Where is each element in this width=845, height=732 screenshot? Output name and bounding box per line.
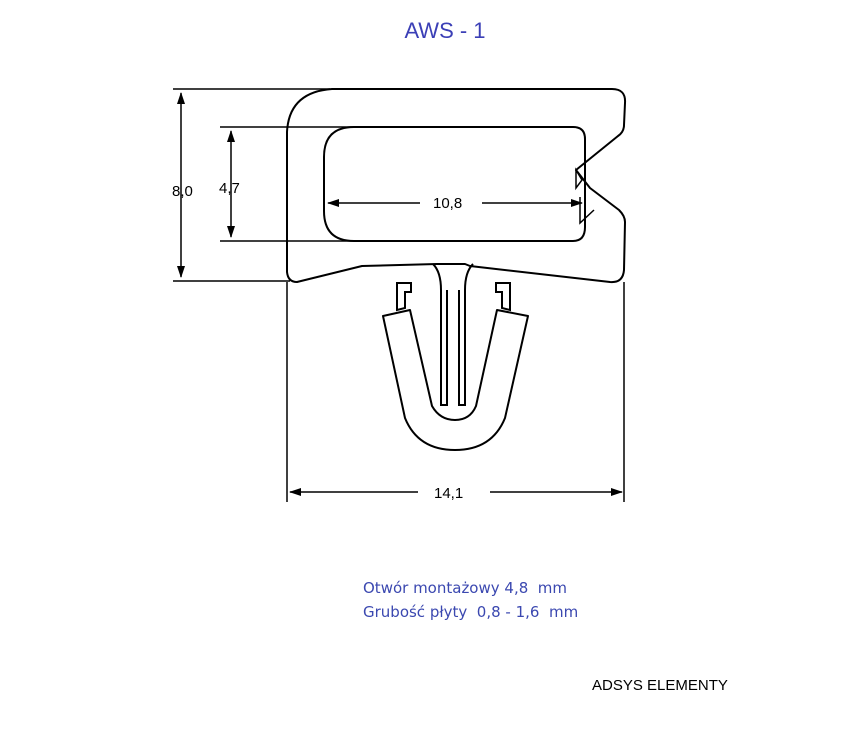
clip-outer-profile <box>286 88 627 284</box>
pin-center-stem-right <box>458 263 474 406</box>
extension-lines <box>173 88 625 502</box>
clip-inner-window <box>323 126 586 242</box>
clip-retainer-tab <box>575 167 583 191</box>
spec-mounting-hole: Otwór montażowy 4,8 mm <box>363 579 568 597</box>
pin-left-barb <box>396 282 412 312</box>
dim-label-height-outer: 8,0 <box>172 183 193 200</box>
spec-panel-thickness: Grubość płyty 0,8 - 1,6 mm <box>363 603 579 621</box>
pin-center-stem <box>432 263 448 406</box>
dim-label-width-total: 14,1 <box>434 485 463 502</box>
dim-label-height-inner: 4,7 <box>219 180 240 197</box>
brand-name: ADSYS ELEMENTY <box>592 677 728 694</box>
dim-label-width-inner: 10,8 <box>433 195 462 212</box>
pin-u-body <box>382 309 529 451</box>
drawing-title: AWS - 1 <box>404 18 486 43</box>
pin-right-barb <box>495 282 511 312</box>
dimension-lines <box>177 92 623 496</box>
clip-lip-notch <box>579 197 595 225</box>
